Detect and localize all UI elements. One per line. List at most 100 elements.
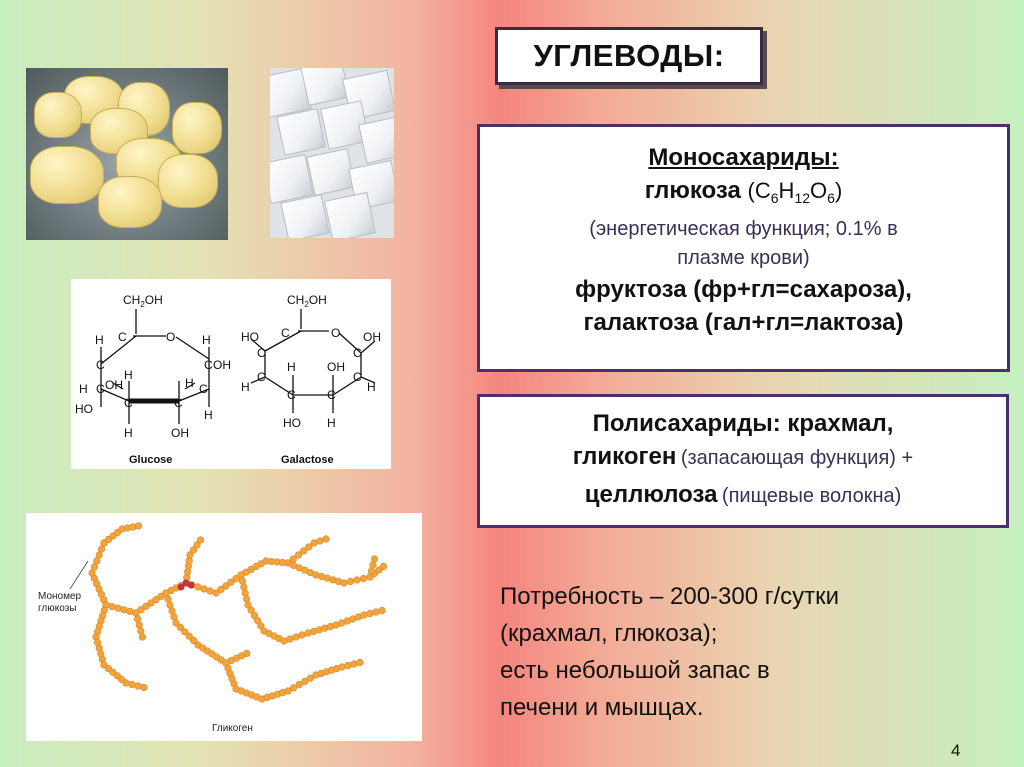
glucose-function-line1: (энергетическая функция; 0.1% в	[589, 218, 898, 240]
glucose-bead	[378, 606, 386, 615]
svg-text:H: H	[124, 368, 133, 382]
glucose-bead	[142, 602, 150, 610]
glucose-bead	[157, 592, 165, 600]
svg-text:C: C	[353, 370, 362, 384]
glucose-bead	[194, 583, 202, 591]
glucose-bead	[359, 574, 368, 583]
glucose-bead	[222, 582, 230, 590]
glucose-bead	[95, 551, 103, 559]
svg-text:C: C	[204, 358, 213, 372]
glucose-bead	[280, 637, 288, 645]
glucose-bead	[164, 595, 172, 603]
glucose-bead	[232, 574, 240, 583]
svg-text:OH: OH	[171, 426, 189, 440]
glucose-label: Glucose	[129, 454, 172, 466]
glucose-bead	[310, 539, 318, 547]
glucose-bead	[134, 522, 143, 530]
glucose-bead	[379, 562, 388, 571]
glucose-bead	[250, 611, 258, 619]
svg-text:C: C	[96, 382, 105, 396]
glucose-bead	[97, 545, 106, 553]
monomer-label-line2: глюкозы	[38, 603, 76, 614]
glucose-bead	[200, 585, 208, 593]
glucose-bead	[298, 631, 306, 639]
svg-text:C: C	[96, 358, 105, 372]
glucose-bead	[360, 611, 368, 619]
svg-text:C: C	[257, 370, 266, 384]
glucose-bead	[322, 535, 330, 543]
svg-text:C: C	[257, 346, 266, 360]
svg-text:H: H	[79, 382, 88, 396]
glucose-bead	[306, 674, 315, 682]
galactose-line: галактоза (гал+гл=лактоза)	[583, 309, 904, 336]
requirement-line2: (крахмал, глюкоза);	[500, 620, 718, 647]
glucose-bead	[162, 589, 170, 597]
glucose-bead	[181, 628, 189, 636]
glucose-bead	[166, 601, 174, 609]
glucose-ch2oh: CH2OH	[123, 293, 163, 309]
glucose-bead	[243, 649, 251, 657]
svg-text:OH: OH	[363, 330, 381, 344]
glucose-bead	[237, 571, 245, 579]
glucose-bead	[90, 563, 98, 571]
glycogen-label: Гликоген	[212, 723, 253, 734]
fructose-line: фруктоза (фр+гл=сахароза),	[575, 276, 912, 303]
glucose-bead	[305, 543, 313, 551]
svg-text:H: H	[204, 408, 213, 422]
glucose-bead	[257, 622, 265, 630]
glucose-bead	[206, 587, 214, 595]
glycogen-diagram: Мономер глюкозы Гликоген	[26, 513, 422, 741]
monomer-label-line1: Мономер	[38, 591, 82, 602]
glucose-bead	[172, 619, 180, 627]
glucose-bead	[114, 604, 122, 612]
glucose-bead	[227, 578, 235, 586]
svg-text:C: C	[327, 388, 336, 402]
glucose-bead	[108, 602, 116, 611]
cellulose-line: целлюлоза (пищевые волокна)	[584, 481, 902, 508]
glucose-bead	[254, 616, 262, 625]
glucose-bead	[338, 663, 346, 671]
glycogen-line: гликоген (запасающая функция) +	[572, 443, 914, 470]
glucose-bead	[212, 589, 220, 597]
glucose-bead	[152, 596, 160, 604]
glucose-bead	[284, 687, 292, 695]
svg-text:OH: OH	[105, 378, 123, 392]
glucose-bead	[353, 576, 361, 584]
glucose-bead	[185, 632, 193, 640]
page-number: 4	[951, 741, 961, 760]
glucose-bead	[367, 567, 376, 575]
glucose-bead	[176, 623, 184, 631]
glucose-bead	[170, 613, 178, 621]
glucose-bead	[243, 595, 251, 603]
branch-point-bead	[177, 583, 185, 591]
glucose-bead	[122, 679, 130, 687]
svg-text:OH: OH	[327, 360, 345, 374]
slide-title: УГЛЕВОДЫ:	[533, 38, 725, 73]
glucose-bead	[294, 551, 303, 559]
glucose-bead	[190, 636, 198, 645]
svg-text:C: C	[174, 396, 183, 410]
svg-text:H: H	[202, 333, 211, 347]
glucose-bead	[238, 577, 246, 585]
glucose-bead	[301, 677, 309, 685]
svg-text:O: O	[166, 330, 175, 344]
glucose-bead	[135, 621, 143, 629]
galactose-label: Galactose	[281, 454, 334, 466]
svg-text:C: C	[118, 330, 127, 344]
glucose-bead	[120, 606, 128, 614]
svg-text:C: C	[124, 396, 133, 410]
galactose-ch2oh: CH2OH	[287, 293, 327, 309]
svg-text:C: C	[353, 346, 362, 360]
glucose-bead	[350, 660, 358, 668]
glucose-bead	[372, 608, 380, 616]
glucose-bead	[241, 589, 249, 597]
glucose-bead	[147, 599, 155, 607]
requirement-line1: Потребность – 200-300 г/сутки	[500, 583, 840, 610]
glucose-function-line2: плазме крови)	[677, 247, 810, 269]
requirement-line4: печени и мышцах.	[500, 694, 704, 721]
glucose-bead	[346, 577, 355, 586]
glucose-bead	[247, 606, 255, 614]
glucose-bead	[193, 541, 201, 549]
glucose-bead	[138, 633, 146, 641]
